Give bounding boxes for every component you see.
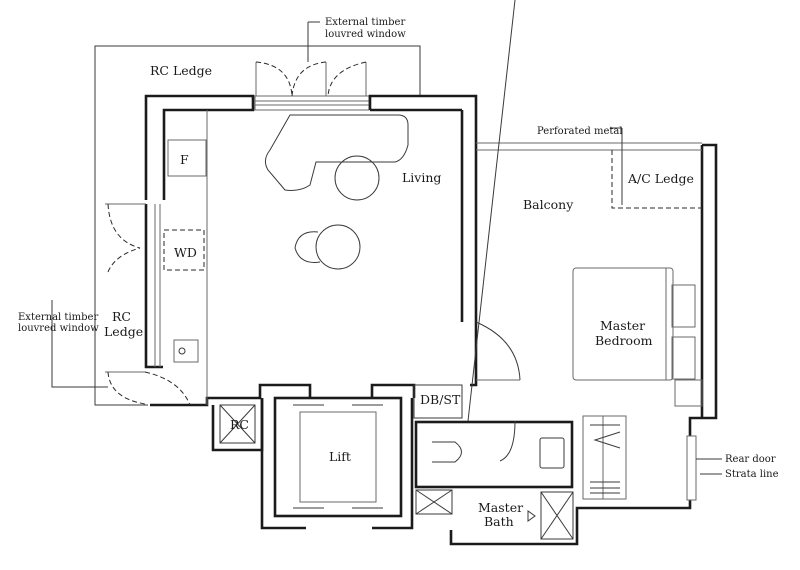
label-perforated-metal: Perforated metal [537, 126, 623, 137]
label-lift: Lift [329, 449, 351, 464]
label-left-window-1: External timber [18, 312, 98, 323]
db-st-closet [413, 384, 463, 419]
master-bath [414, 0, 574, 540]
living-door-swing [475, 321, 521, 381]
master-bed [572, 267, 703, 407]
label-strata-line: Strata line [725, 469, 779, 480]
left-louvred-window [51, 203, 191, 406]
label-fridge: F [180, 152, 189, 167]
rear-door [686, 435, 722, 501]
label-top-window-2: louvred window [325, 29, 406, 40]
label-top-window-1: External timber [325, 17, 405, 28]
label-master-bath-2: Bath [484, 514, 514, 529]
label-master-bedroom-2: Bedroom [595, 333, 653, 348]
label-master-bedroom-1: Master [600, 318, 645, 333]
label-living: Living [402, 170, 441, 185]
living-furniture [264, 114, 409, 270]
kitchen-counter [163, 110, 208, 405]
label-rc-ledge-left-2: Ledge [104, 324, 143, 339]
label-left-window-2: louvred window [18, 323, 99, 334]
wardrobe [582, 415, 627, 500]
label-wd: WD [174, 245, 197, 260]
label-rc-ledge-top: RC Ledge [150, 63, 212, 78]
label-rc-ledge-left-1: RC [112, 309, 131, 324]
label-db-st: DB/ST [420, 392, 461, 407]
label-rc-shaft: RC [230, 417, 249, 432]
label-master-bath-1: Master [478, 500, 523, 515]
label-balcony: Balcony [523, 197, 574, 212]
top-louvred-window [254, 21, 370, 111]
ac-ledge [610, 127, 702, 209]
label-rear-door: Rear door [725, 454, 776, 465]
lift [260, 396, 414, 530]
rc-ledge-boundary [94, 45, 421, 406]
label-ac-ledge: A/C Ledge [627, 171, 694, 186]
